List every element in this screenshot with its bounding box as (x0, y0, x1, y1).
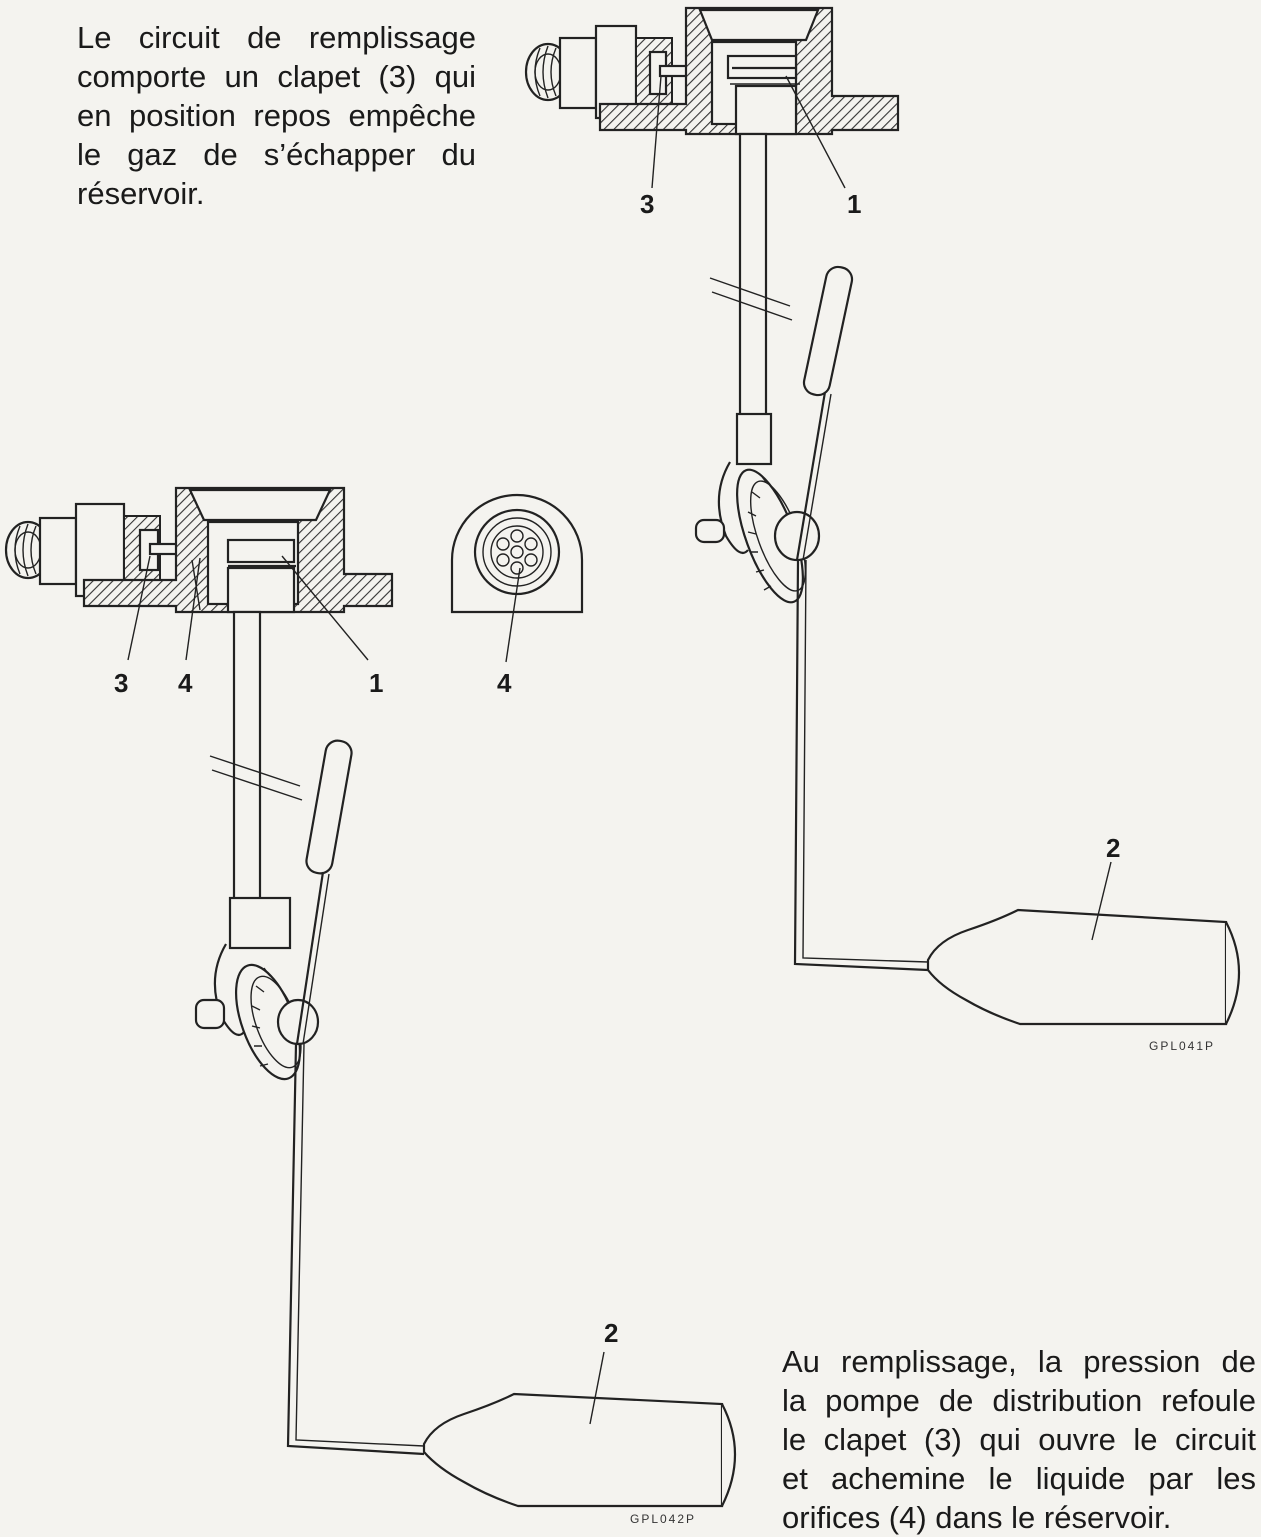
callout-leader (1091, 861, 1112, 941)
filling-valve-rest-position-figure: 3 1 2 GPL041P (524, 6, 1240, 1053)
callout-leader (281, 555, 369, 661)
intro-line: en position repos empêche (77, 98, 476, 133)
outro-line: Au remplissage, la pression de (782, 1344, 1256, 1379)
rotary-gauge (194, 943, 320, 1081)
float-arm (286, 739, 425, 1456)
callout-valve-label: 3 (114, 668, 128, 698)
outro-line: et achemine le liquide par les (782, 1461, 1256, 1496)
callout-leader (505, 567, 521, 663)
float-arm (793, 265, 929, 972)
callout-body-label: 1 (369, 668, 383, 698)
figure-reference: GPL041P (1149, 1039, 1215, 1053)
callout-leader (785, 75, 846, 189)
intro-line: réservoir. (77, 176, 205, 211)
filling-valve-open-position-figure: 3 4 1 2 GPL042P (4, 486, 736, 1526)
callout-body-label: 1 (847, 189, 861, 219)
callout-float-label: 2 (604, 1318, 618, 1348)
callout-float-label: 2 (1106, 833, 1120, 863)
outro-line: le clapet (3) qui ouvre le circuit (782, 1422, 1256, 1457)
intro-paragraph: Le circuit de remplissage comporte un cl… (77, 18, 476, 213)
float (926, 908, 1240, 1026)
callout-valve-label: 3 (640, 189, 654, 219)
callout-orifice-label: 4 (178, 668, 193, 698)
valve-head-body (598, 6, 900, 136)
callout-orifice-label: 4 (497, 668, 512, 698)
intro-line: comporte un clapet (3) qui (77, 59, 476, 94)
figure-reference: GPL042P (630, 1512, 696, 1526)
callout-leader (651, 75, 662, 189)
float (422, 1392, 736, 1508)
callout-leader (589, 1351, 605, 1425)
intro-line: Le circuit de remplissage (77, 20, 476, 55)
callout-leader (127, 555, 151, 661)
intro-line: le gaz de s’échapper du (77, 137, 476, 172)
outro-line: la pompe de distribution refoule (782, 1383, 1256, 1418)
dip-tube (209, 610, 303, 950)
dip-tube (709, 132, 793, 466)
orifice-detail-view: 4 (450, 493, 584, 698)
callout-leader (185, 557, 201, 661)
